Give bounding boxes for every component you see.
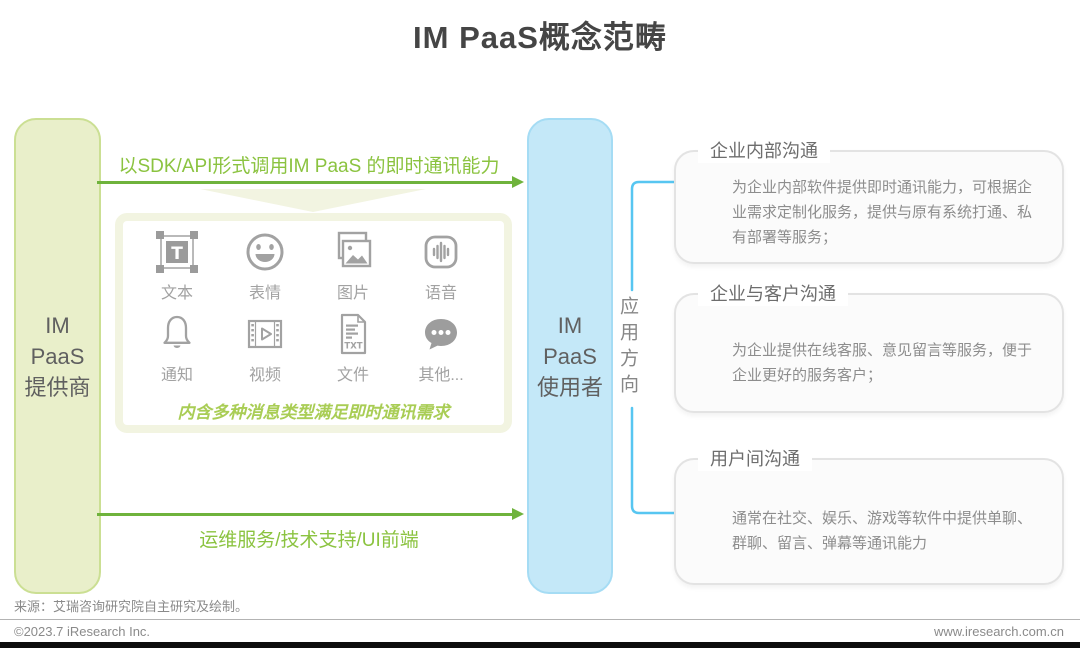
message-types-row-1: T 文本 表情 xyxy=(123,228,504,303)
ops-arrow-line xyxy=(97,513,514,516)
app-box-enterprise-internal: 企业内部沟通 为企业内部软件提供即时通讯能力，可根据企业需求定制化服务，提供与原… xyxy=(674,137,1064,264)
message-types-box: T 文本 表情 xyxy=(115,213,512,433)
message-type-video: 视频 xyxy=(221,310,309,385)
message-type-voice: 语音 xyxy=(397,228,485,303)
message-type-label: 其他... xyxy=(418,367,464,384)
message-box-caption: 内含多种消息类型满足即时通讯需求 xyxy=(177,403,450,422)
message-type-label: 文件 xyxy=(336,367,369,384)
page-title: IM PaaS概念范畴 xyxy=(413,20,667,55)
ops-arrow-head xyxy=(512,508,524,520)
user-bar: IM PaaS 使用者 xyxy=(527,118,613,594)
application-direction-label: 应用方向 xyxy=(617,296,638,400)
sdk-api-arrow-label: 以SDK/API形式调用IM PaaS 的即时通讯能力 xyxy=(118,156,500,177)
footer-black-bar xyxy=(0,642,1080,648)
app-box-body: 为企业内部软件提供即时通讯能力，可根据企业需求定制化服务，提供与原有系统打通、私… xyxy=(732,179,1033,246)
app-box-enterprise-customer: 企业与客户沟通 为企业提供在线客服、意见留言等服务，便于企业更好的服务客户； xyxy=(674,280,1064,413)
message-type-label: 表情 xyxy=(248,285,281,302)
message-type-label: 语音 xyxy=(424,285,457,302)
message-type-label: 文本 xyxy=(160,285,193,302)
application-bracket xyxy=(630,180,677,515)
message-type-text: T 文本 xyxy=(133,228,221,303)
app-box-body: 通常在社交、娱乐、游戏等软件中提供单聊、群聊、留言、弹幕等通讯能力 xyxy=(732,510,1033,552)
message-types-row-2: 通知 xyxy=(123,310,504,385)
app-box-user-to-user: 用户间沟通 通常在社交、娱乐、游戏等软件中提供单聊、群聊、留言、弹幕等通讯能力 xyxy=(674,445,1064,585)
sdk-api-arrow-head xyxy=(512,176,524,188)
message-type-label: 通知 xyxy=(160,367,193,384)
app-box-title: 企业内部沟通 xyxy=(698,137,830,163)
sdk-api-arrow-line xyxy=(97,181,514,184)
message-type-notification: 通知 xyxy=(133,310,221,385)
app-box-title: 用户间沟通 xyxy=(698,445,812,471)
down-chevron-shape xyxy=(200,189,426,212)
copyright-text: ©2023.7 iResearch Inc. xyxy=(14,624,151,639)
website-text: www.iresearch.com.cn xyxy=(933,624,1064,639)
svg-text:TXT: TXT xyxy=(344,342,362,352)
message-type-label: 视频 xyxy=(248,367,281,384)
svg-text:T: T xyxy=(171,244,183,264)
text-icon: T xyxy=(153,228,201,276)
notification-bell-icon xyxy=(153,310,201,358)
video-icon xyxy=(241,310,289,358)
message-type-label: 图片 xyxy=(336,285,369,302)
image-icon xyxy=(329,228,377,276)
chat-bubble-icon xyxy=(417,310,465,358)
source-note: 来源：艾瑞咨询研究院自主研究及绘制。 xyxy=(14,599,249,614)
voice-icon xyxy=(417,228,465,276)
message-type-other: 其他... xyxy=(397,310,485,385)
app-box-body: 为企业提供在线客服、意见留言等服务，便于企业更好的服务客户； xyxy=(732,342,1033,384)
message-type-file: TXT 文件 xyxy=(309,310,397,385)
message-type-emoji: 表情 xyxy=(221,228,309,303)
provider-bar: IM PaaS 提供商 xyxy=(14,118,101,594)
user-bar-label: IM PaaS 使用者 xyxy=(536,312,603,400)
message-type-image: 图片 xyxy=(309,228,397,303)
ops-arrow-label: 运维服务/技术支持/UI前端 xyxy=(199,530,419,551)
provider-bar-label: IM PaaS 提供商 xyxy=(24,312,91,400)
footer-divider xyxy=(0,619,1080,620)
file-txt-icon: TXT xyxy=(329,310,377,358)
emoji-icon xyxy=(241,228,289,276)
app-box-title: 企业与客户沟通 xyxy=(698,280,848,306)
